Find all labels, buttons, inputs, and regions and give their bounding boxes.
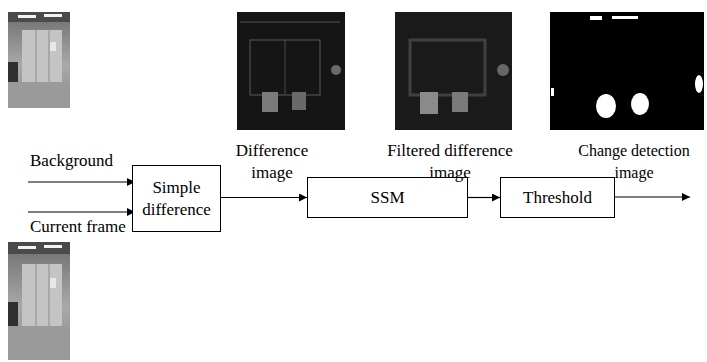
input-arrow [28, 181, 135, 182]
background-photo [8, 12, 70, 108]
io-label: Change detection image [566, 140, 702, 184]
output-arrow [615, 196, 690, 197]
io-label: Current frame [30, 216, 140, 238]
difference-photo [237, 12, 345, 130]
edge-label: Difference image [226, 140, 318, 184]
process-box: SSM [307, 177, 468, 218]
flow-arrow [221, 197, 307, 198]
process-box: Threshold [500, 177, 615, 218]
flow-arrow [468, 197, 500, 198]
input-arrow [28, 211, 135, 212]
box-label: Simple difference [133, 177, 220, 221]
box-label: Threshold [523, 187, 592, 209]
current-frame-photo [8, 242, 70, 360]
process-box: Simple difference [132, 165, 221, 232]
edge-label: Filtered difference image [378, 140, 523, 184]
filtered-difference-photo [395, 12, 512, 130]
box-label: SSM [370, 187, 404, 209]
change-detection-photo [550, 12, 704, 130]
io-label: Background [30, 150, 140, 172]
